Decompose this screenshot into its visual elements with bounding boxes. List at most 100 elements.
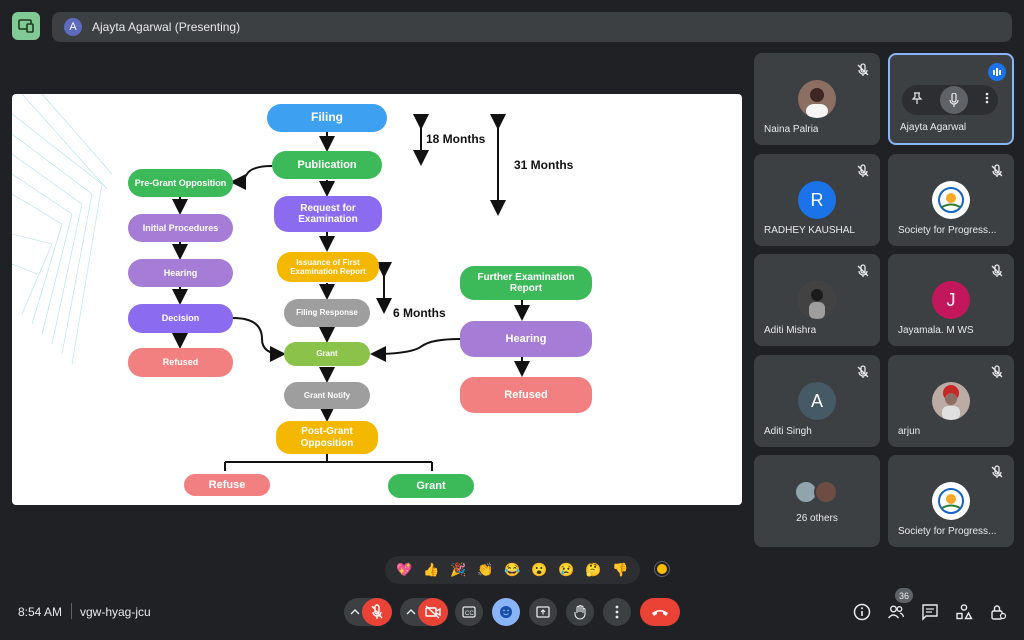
chevron-up-icon [406,609,416,615]
tile-hover-controls [902,85,998,115]
reaction-clap[interactable]: 👏 [477,562,494,577]
participant-avatar: J [932,281,970,319]
participant-tile[interactable]: Aditi Mishra [754,254,880,346]
reaction-laugh[interactable]: 😂 [504,562,521,577]
node-hearing-right: Hearing [460,321,592,357]
mic-off-icon [991,264,1003,277]
mic-off-icon [371,604,383,619]
participant-tile[interactable]: Society for Progress... [888,455,1014,547]
node-request-examination: Request for Examination [274,196,382,232]
captions-icon: CC [462,606,476,618]
reactions-bar: 💖 👍 🎉 👏 😂 😮 😢 🤔 👎 [385,556,640,584]
captions-button[interactable]: CC [455,598,483,626]
participant-tile[interactable]: Naina Palria [754,53,880,145]
node-refuse: Refuse [184,474,270,496]
host-controls-icon[interactable] [989,603,1007,621]
node-pre-grant-opposition: Pre-Grant Opposition [128,169,233,197]
reaction-sad[interactable]: 😢 [558,562,575,577]
participant-tile[interactable]: arjun [888,355,1014,447]
participant-tile[interactable]: J Jayamala. M WS [888,254,1014,346]
participant-tile[interactable]: Society for Progress... [888,154,1014,246]
node-issuance-report: Issuance of First Examination Report [277,252,379,282]
label-6-months: 6 Months [393,306,446,320]
society-logo-avatar [932,181,970,219]
people-icon[interactable] [887,603,905,621]
presenter-label: Ajayta Agarwal (Presenting) [92,20,241,34]
participant-tile-active-speaker[interactable]: Ajayta Agarwal [888,53,1014,145]
people-count-badge: 36 [895,588,914,603]
node-post-grant-opposition: Post-Grant Opposition [276,421,378,454]
mic-off-icon [857,264,869,277]
participant-name: Jayamala. M WS [898,325,974,336]
participant-tile[interactable]: A Aditi Singh [754,355,880,447]
mic-off-icon [857,63,869,76]
meeting-details-icon[interactable] [853,603,871,621]
participant-name: Ajayta Agarwal [900,122,967,133]
camera-button[interactable] [418,598,448,626]
reaction-heart[interactable]: 💖 [396,562,413,577]
participant-name: Naina Palria [764,124,819,135]
node-refused-left: Refused [128,348,233,377]
participant-avatar: R [798,181,836,219]
reaction-party[interactable]: 🎉 [450,562,467,577]
participant-name: arjun [898,426,921,437]
node-filing-response: Filing Response [284,299,370,327]
flowchart-connectors [172,114,530,471]
reaction-thumbs-down[interactable]: 👎 [612,562,629,577]
label-31-months: 31 Months [514,158,574,172]
shared-screen: Filing Publication Request for Examinati… [12,94,742,505]
present-screen-icon[interactable] [12,12,40,40]
reaction-surprised[interactable]: 😮 [531,562,548,577]
participant-avatar [798,80,836,118]
participant-name: Aditi Singh [764,426,812,437]
mute-participant-icon[interactable] [939,86,968,114]
presenter-bar: A Ajayta Agarwal (Presenting) [52,12,1012,42]
chat-icon[interactable] [921,603,939,621]
present-screen-icon [536,606,550,618]
node-decision: Decision [128,304,233,333]
svg-text:CC: CC [465,611,474,617]
mic-off-icon [857,164,869,177]
more-vert-icon [615,605,619,619]
node-refused-right: Refused [460,377,592,413]
node-grant-final: Grant [388,474,474,498]
clock: 8:54 AM [18,605,63,619]
footer-divider [71,603,72,619]
participant-avatar [798,281,836,319]
node-grant-mid: Grant [284,342,370,366]
microphone-button[interactable] [362,598,392,626]
hang-up-icon [652,610,668,616]
mic-off-icon [857,365,869,378]
more-options-icon[interactable] [985,91,989,109]
leave-call-button[interactable] [640,598,680,626]
participant-avatar: A [798,382,836,420]
node-filing: Filing [267,104,387,132]
present-now-button[interactable] [529,598,557,626]
decorative-wireframe [12,94,112,365]
more-options-button[interactable] [603,598,631,626]
chevron-up-icon [350,609,360,615]
participant-name: Society for Progress... [898,225,997,236]
emoji-icon [500,606,512,618]
skin-tone-icon[interactable] [655,562,669,576]
others-count: 26 others [796,513,838,524]
mic-off-icon [991,164,1003,177]
participant-avatar [932,382,970,420]
emoji-reactions-button[interactable] [492,598,520,626]
participant-tile[interactable]: R RADHEY KAUSHAL [754,154,880,246]
society-logo-avatar [932,482,970,520]
others-tile[interactable]: 26 others [754,455,880,547]
label-18-months: 18 Months [426,132,486,146]
reaction-thinking[interactable]: 🤔 [585,562,602,577]
activities-icon[interactable] [955,603,973,621]
mic-off-icon [991,465,1003,478]
speaking-indicator-icon [988,63,1006,81]
presenter-avatar: A [64,18,82,36]
node-hearing-left: Hearing [128,259,233,287]
node-initial-procedures: Initial Procedures [128,214,233,242]
meeting-code: vgw-hyag-jcu [80,605,151,619]
reaction-thumbs-up[interactable]: 👍 [423,562,440,577]
mic-off-icon [991,365,1003,378]
raise-hand-button[interactable] [566,598,594,626]
pin-icon[interactable] [911,91,923,109]
